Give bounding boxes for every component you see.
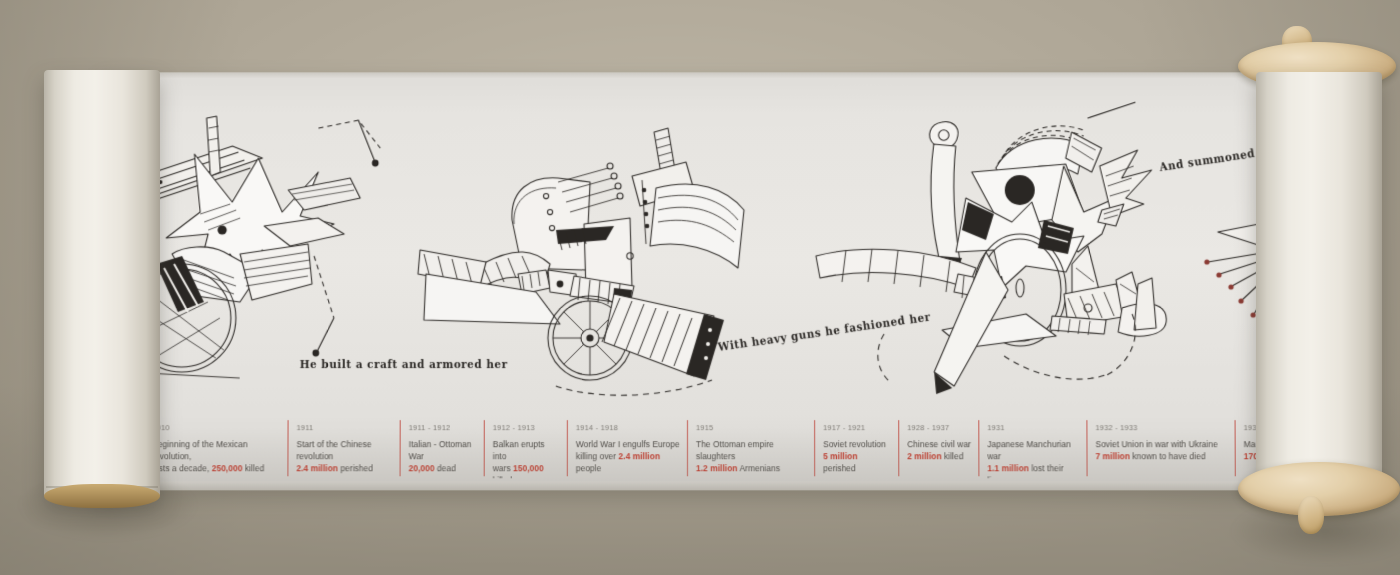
timeline-entry: 1932 - 1933Soviet Union in war with Ukra… (1086, 418, 1234, 478)
timeline-entry-year: 1911 (297, 423, 393, 432)
timeline-entry-year: 1928 - 1937 (907, 423, 971, 432)
timeline-entry-line1: The Ottoman empire slaughters (696, 439, 807, 463)
timeline-entry-year: 1931 (987, 423, 1079, 432)
timeline-entry: 1910Beginning of the Mexican revolution,… (143, 418, 287, 478)
scroll-sheet: He built a craft and armored her With he… (99, 72, 1297, 490)
timeline-entry-year: 1917 - 1921 (823, 423, 891, 432)
timeline-entry-line1: Balkan erupts into (493, 439, 560, 463)
timeline-entry-year: 1932 - 1933 (1095, 423, 1227, 432)
timeline-entry-line2: wars 150,000 killed (493, 463, 560, 478)
timeline-entry-line2: lasts a decade, 250,000 killed (152, 463, 280, 475)
timeline-entry-text: Italian - Ottoman War20,000 dead (409, 439, 477, 475)
timeline-casualty-figure: 2.4 million (618, 451, 660, 461)
timeline-strip: n warst1910Beginning of the Mexican revo… (99, 418, 1297, 478)
timeline-entry: 1931Japanese Manchurian war1.1 million l… (978, 418, 1086, 478)
timeline-entry-line1: Soviet Union in war with Ukraine (1095, 439, 1227, 451)
timeline-entry-year: 1912 - 1913 (493, 423, 560, 432)
timeline-entry-text: Japanese Manchurian war1.1 million lost … (987, 439, 1079, 478)
timeline-entry-text: World War I engulfs Europekilling over 2… (576, 439, 680, 475)
timeline-entry: 1911Start of the Chinese revolution2.4 m… (287, 418, 399, 478)
timeline-entry: 1914 - 1918World War I engulfs Europekil… (567, 418, 687, 478)
timeline-casualty-figure: 2.4 million (296, 463, 338, 473)
timeline-entry-text: Soviet Union in war with Ukraine7 millio… (1095, 439, 1227, 463)
timeline-casualty-figure: 250,000 (212, 463, 243, 473)
timeline-entry: 1928 - 1937Chinese civil war2 million ki… (898, 418, 978, 478)
right-roller-bottom-knob[interactable] (1298, 496, 1324, 534)
timeline-casualty-figure: 150,000 (513, 463, 544, 473)
timeline-entry-text: Balkan erupts intowars 150,000 killed (493, 439, 560, 478)
timeline-entry-line2: 2.4 million perished (296, 463, 392, 475)
timeline-entry-year: 1914 - 1918 (576, 423, 680, 432)
left-roll-paper[interactable] (44, 70, 160, 498)
right-roll-paper[interactable] (1256, 72, 1382, 484)
timeline-entry-line2: killing over 2.4 million people (576, 451, 680, 475)
timeline-casualty-figure: 1.1 million (987, 463, 1029, 473)
timeline-casualty-figure: 7 million (1096, 451, 1130, 461)
timeline-entry-line2: 1.1 million lost their lives (987, 463, 1079, 478)
timeline-casualty-figure: 5 million (823, 451, 857, 461)
timeline-entry-line2: 1.2 million Armenians (696, 463, 807, 475)
caption-he-built-a-craft: He built a craft and armored her (300, 357, 508, 371)
illustration-band: He built a craft and armored her With he… (99, 72, 1296, 420)
timeline-casualty-figure: 20,000 (409, 463, 435, 473)
timeline-entry: 1917 - 1921Soviet revolution5 million pe… (814, 418, 898, 478)
timeline-entry-line2: 2 million killed (907, 451, 971, 463)
timeline-entry: 1912 - 1913Balkan erupts intowars 150,00… (484, 418, 567, 478)
timeline-entry-text: Chinese civil war2 million killed (907, 439, 971, 463)
timeline-entry-text: Soviet revolution5 million perished (823, 439, 891, 475)
timeline-entry-year: 1911 - 1912 (409, 423, 477, 432)
timeline-entry: 1911 - 1912Italian - Ottoman War20,000 d… (400, 418, 484, 478)
timeline-entry-year: 1915 (696, 423, 807, 432)
timeline-entry-text: Beginning of the Mexican revolution,last… (152, 439, 280, 475)
sheet-bottom-edge (99, 481, 1297, 490)
timeline-entry: 1915The Ottoman empire slaughters1.2 mil… (687, 418, 814, 478)
timeline-entry-line1: World War I engulfs Europe (576, 439, 680, 451)
timeline-entry-line1: Japanese Manchurian war (987, 439, 1079, 463)
timeline-entry-line1: Beginning of the Mexican revolution, (152, 439, 280, 463)
left-roller-wood-base (44, 484, 160, 508)
timeline-entry-line1: Italian - Ottoman War (409, 439, 477, 463)
timeline-casualty-figure: 1.2 million (696, 463, 738, 473)
timeline-entry-line2: 5 million perished (823, 451, 891, 475)
timeline-entry-text: Start of the Chinese revolution2.4 milli… (296, 439, 392, 475)
timeline-entry-text: The Ottoman empire slaughters1.2 million… (696, 439, 807, 475)
figure-roaring-beast (816, 102, 1177, 402)
timeline-entry-year: 1910 (152, 423, 280, 432)
timeline-entry-line2: 7 million known to have died (1096, 451, 1228, 463)
timeline-entry-line1: Soviet revolution (823, 439, 891, 451)
timeline-entry-line1: Start of the Chinese revolution (296, 439, 392, 463)
timeline-casualty-figure: 2 million (907, 451, 941, 461)
timeline-entry-line1: Chinese civil war (907, 439, 971, 451)
timeline-entry-line2: 20,000 dead (409, 463, 477, 475)
